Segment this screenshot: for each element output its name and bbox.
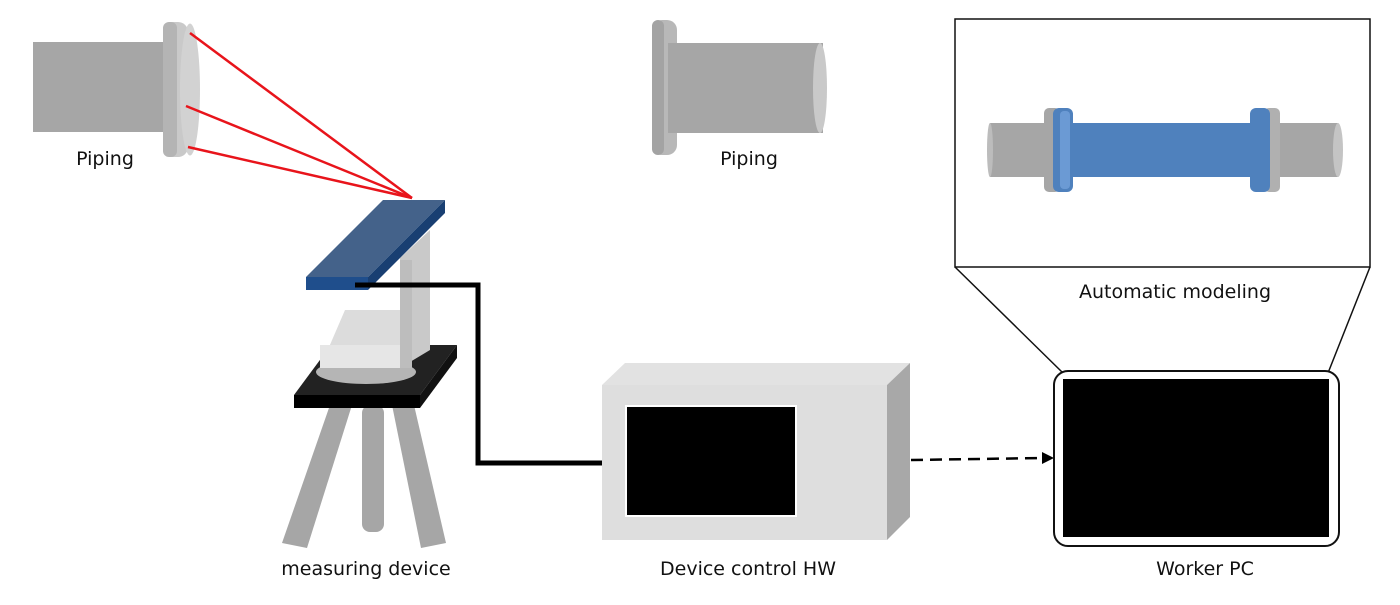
measuring-device-label: measuring device	[281, 558, 451, 580]
right-pipe-icon	[652, 20, 827, 155]
piping-left-label: Piping	[76, 148, 134, 170]
device-control-hw-label: Device control HW	[660, 558, 836, 580]
worker-pc-label: Worker PC	[1156, 558, 1254, 580]
laser-beams	[185, 31, 413, 200]
automatic-modeling-label: Automatic modeling	[1078, 281, 1272, 303]
modeling-panel	[954, 18, 1371, 268]
laser-scanner-icon	[306, 200, 445, 290]
left-pipe-icon	[33, 22, 200, 157]
data-transfer-arrow	[910, 452, 1054, 464]
monitor-icon	[1053, 370, 1340, 547]
tripod-icon	[282, 230, 457, 548]
control-box-icon	[602, 363, 910, 540]
piping-right-label: Piping	[720, 148, 778, 170]
device-cable	[355, 282, 602, 466]
zoom-lines	[954, 266, 1371, 374]
